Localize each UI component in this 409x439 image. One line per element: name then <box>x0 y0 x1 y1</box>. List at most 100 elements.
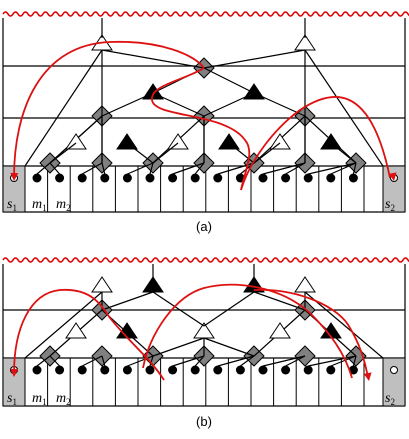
source-box-right <box>382 165 406 213</box>
edge <box>24 291 103 359</box>
memory-node <box>55 365 65 375</box>
edge-to-memory <box>308 162 357 175</box>
memory-node <box>168 173 178 183</box>
open-triangle <box>65 322 87 339</box>
routing-path <box>240 95 391 191</box>
memory-node <box>281 365 291 375</box>
open-triangle <box>269 322 291 339</box>
edge-to-memory <box>49 355 61 367</box>
boundary-wave <box>2 257 409 263</box>
edge <box>330 142 357 164</box>
edge <box>152 291 205 327</box>
arrow-head <box>10 368 19 377</box>
memory-node <box>303 365 313 375</box>
memory-node <box>122 365 132 375</box>
memory-node <box>326 173 336 183</box>
edge-to-memory <box>36 355 51 367</box>
memory-node <box>281 173 291 183</box>
mode-label-m2: m2 <box>56 197 71 213</box>
arrow-head <box>388 172 397 181</box>
edge <box>101 92 154 117</box>
routing-path <box>13 40 205 179</box>
filled-triangle <box>116 133 138 150</box>
edge <box>101 291 154 311</box>
edge-to-memory <box>308 355 357 367</box>
open-triangle <box>193 322 215 339</box>
memory-node <box>258 173 268 183</box>
edge-to-memory <box>352 162 357 175</box>
edge <box>228 142 255 164</box>
memory-node <box>213 365 223 375</box>
mode-label-m1: m1 <box>32 391 47 407</box>
edge <box>253 142 281 164</box>
edge <box>304 291 384 359</box>
source-node-right <box>390 366 398 374</box>
edge-to-memory <box>36 162 51 175</box>
memory-node <box>213 173 223 183</box>
open-triangle <box>65 133 87 150</box>
memory-node <box>32 365 42 375</box>
filled-triangle <box>218 133 240 150</box>
mode-label-m1: m1 <box>32 197 47 213</box>
edge <box>253 291 306 311</box>
source-label-s1: s1 <box>7 391 17 407</box>
edge-to-memory <box>81 162 103 175</box>
memory-node <box>55 173 65 183</box>
memory-node <box>190 365 200 375</box>
edge-to-memory <box>172 355 205 367</box>
routing-path <box>151 67 251 191</box>
edge-to-memory <box>101 162 106 175</box>
boundary-wave <box>2 11 409 17</box>
panel-a-caption: (a) <box>196 219 212 234</box>
memory-node <box>348 173 358 183</box>
open-triangle <box>91 276 113 293</box>
edge-to-memory <box>262 162 306 175</box>
routing-path <box>253 289 369 379</box>
edge-to-memory <box>285 355 306 367</box>
memory-node <box>77 173 87 183</box>
memory-node <box>122 173 132 183</box>
edge-to-memory <box>194 355 205 367</box>
memory-node <box>168 365 178 375</box>
memory-node <box>235 365 245 375</box>
edge-to-memory <box>101 355 106 367</box>
edge <box>101 49 205 69</box>
edge <box>152 142 179 164</box>
edge <box>304 49 384 167</box>
edge <box>152 337 205 357</box>
edge <box>203 49 306 69</box>
open-triangle <box>167 133 189 150</box>
memory-node <box>190 173 200 183</box>
edge-to-memory <box>330 162 357 175</box>
panel-b-caption: (b) <box>196 414 212 429</box>
edge-to-memory <box>194 162 205 175</box>
edge-to-memory <box>217 355 255 367</box>
memory-node <box>77 365 87 375</box>
edge-to-memory <box>262 355 306 367</box>
edge-to-memory <box>149 162 154 175</box>
edge-to-memory <box>352 355 357 367</box>
memory-node <box>303 173 313 183</box>
source-label-s2: s2 <box>385 197 395 213</box>
edge-to-memory <box>81 355 103 367</box>
edge <box>126 142 154 164</box>
edge <box>203 337 255 357</box>
mode-label-m2: m2 <box>56 391 71 407</box>
memory-node <box>145 173 155 183</box>
edge <box>203 92 255 117</box>
source-box-right <box>382 357 406 407</box>
open-triangle <box>294 276 316 293</box>
edge-to-memory <box>330 355 357 367</box>
edge-to-memory <box>49 162 61 175</box>
edge-to-memory <box>127 162 154 175</box>
memory-node <box>145 365 155 375</box>
memory-node <box>100 365 110 375</box>
open-triangle <box>269 133 291 150</box>
arrow-head <box>363 372 372 381</box>
arrow-head <box>10 172 19 181</box>
memory-node <box>326 365 336 375</box>
edge-to-memory <box>172 162 205 175</box>
edge <box>49 142 77 164</box>
